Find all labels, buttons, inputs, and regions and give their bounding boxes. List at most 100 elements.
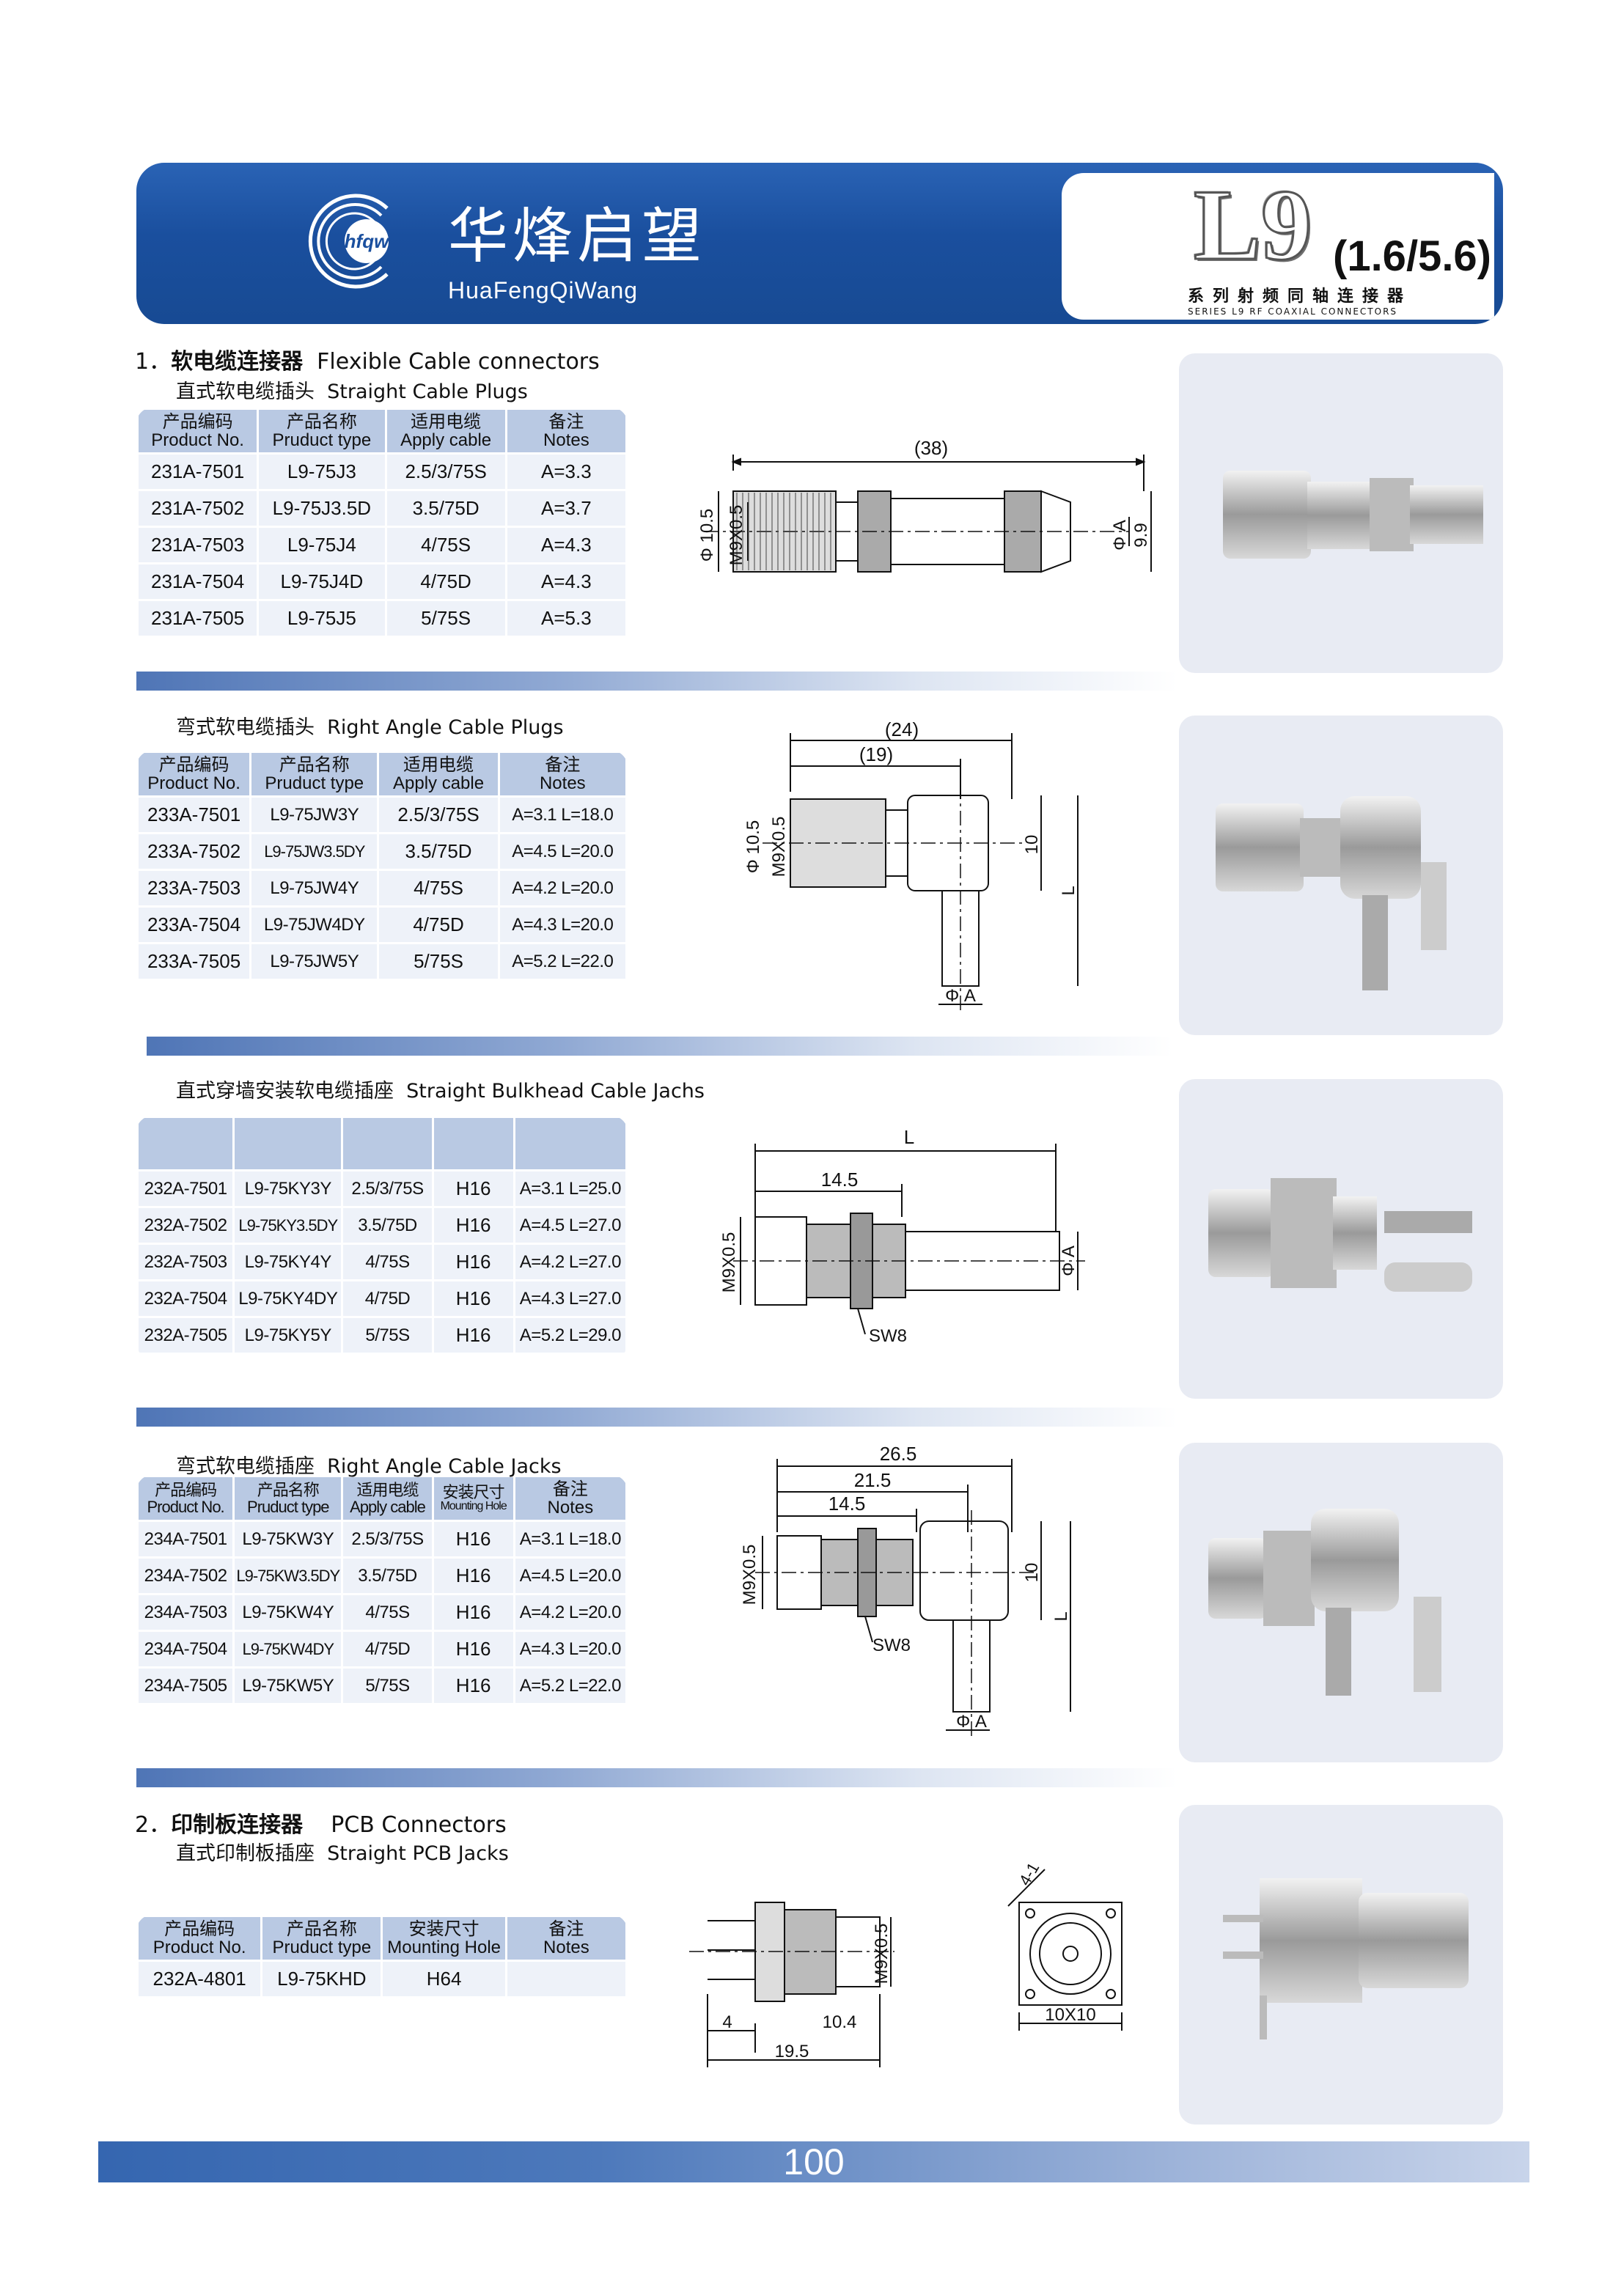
ra-jack-drawing: 26.5 21.5 14.5 M9X0.5 10 L SW8 Φ A — [740, 1443, 1071, 1737]
col-blank — [139, 1118, 233, 1169]
bulkhead-jack-photo — [1179, 1079, 1503, 1399]
header-banner: hfqw 华烽启望 HuaFengQiWang L9 (1.6/5.6) 系列射… — [136, 163, 1503, 324]
svg-text:L: L — [1059, 886, 1079, 895]
pcb-jack-drawing: 4 10.4 19.5 M9X0.5 10X10 4-1 — [689, 1859, 1123, 2067]
col-blank — [235, 1118, 342, 1169]
separator-bar — [136, 672, 1177, 691]
brand-name-cn: 华烽启望 — [448, 202, 707, 271]
svg-text:4: 4 — [722, 2012, 732, 2032]
ra-jack-image — [1208, 1509, 1441, 1696]
section-2-title: 2．印制板连接器 PCB Connectors — [135, 1812, 507, 1838]
svg-text:L: L — [1051, 1611, 1071, 1621]
svg-text:10: 10 — [1022, 835, 1042, 855]
straight-plug-photo — [1179, 353, 1503, 673]
page-number: 100 — [783, 2141, 845, 2182]
straight-plug-drawing: (38) Φ 10.5 M9X0.5 Φ A 9.9 — [697, 437, 1152, 573]
svg-text:M9X0.5: M9X0.5 — [727, 505, 746, 566]
svg-text:hfqw: hfqw — [345, 230, 390, 252]
bulkhead-jack-image — [1208, 1178, 1472, 1292]
svg-text:10.4: 10.4 — [823, 2012, 857, 2032]
svg-text:Φ A: Φ A — [956, 1712, 987, 1732]
svg-text:Φ A: Φ A — [1110, 520, 1130, 551]
footer-bar: 100 — [98, 2141, 1529, 2182]
svg-text:9.9: 9.9 — [1131, 523, 1151, 547]
series-subtitle-en: SERIES L9 RF COAXIAL CONNECTORS — [1188, 306, 1398, 317]
svg-text:M9X0.5: M9X0.5 — [719, 1232, 739, 1293]
svg-text:(38): (38) — [914, 437, 948, 459]
pcb-jack-photo — [1179, 1805, 1503, 2125]
ra-plug-photo — [1179, 716, 1503, 1035]
series-code: L9 — [1192, 169, 1312, 281]
svg-text:21.5: 21.5 — [854, 1469, 892, 1491]
svg-text:SW8: SW8 — [869, 1326, 907, 1346]
svg-text:Φ 10.5: Φ 10.5 — [697, 509, 717, 562]
svg-text:10X10: 10X10 — [1045, 2005, 1095, 2025]
svg-text:SW8: SW8 — [872, 1636, 911, 1655]
ra-plug-image — [1216, 796, 1447, 990]
separator-bar — [136, 1768, 1177, 1787]
svg-text:26.5: 26.5 — [880, 1443, 917, 1465]
ra-plug-drawing: (24) (19) Φ 10.5 M9X0.5 10 L Φ A — [743, 718, 1079, 1012]
brand-name-en: HuaFengQiWang — [448, 277, 639, 304]
svg-text:4-1: 4-1 — [1015, 1859, 1043, 1888]
series-subtitle-cn: 系列射频同轴连接器 — [1188, 287, 1413, 306]
series-badge: L9 (1.6/5.6) 系列射频同轴连接器 SERIES L9 RF COAX… — [1062, 173, 1494, 320]
svg-text:M9X0.5: M9X0.5 — [769, 817, 789, 878]
pcb-jack-image — [1223, 1878, 1469, 2039]
svg-text:14.5: 14.5 — [821, 1169, 859, 1191]
svg-text:(19): (19) — [859, 743, 893, 765]
straight-plug-image — [1223, 471, 1483, 559]
col-blank — [515, 1118, 625, 1169]
separator-bar — [147, 1037, 1173, 1056]
pcb-jacks-title: 直式印制板插座 Straight PCB Jacks — [176, 1842, 509, 1865]
svg-text:Φ A: Φ A — [1059, 1246, 1079, 1276]
separator-bar — [136, 1408, 1177, 1427]
bulkhead-jacks-title: 直式穿墙安装软电缆插座 Straight Bulkhead Cable Jach… — [176, 1080, 705, 1103]
svg-text:L: L — [904, 1126, 914, 1148]
section-1-title: 1．软电缆连接器 Flexible Cable connectors — [135, 349, 600, 375]
hfqw-logo-icon: hfqw — [308, 194, 390, 289]
svg-text:Φ 10.5: Φ 10.5 — [743, 820, 763, 874]
series-size: (1.6/5.6) — [1333, 232, 1491, 280]
svg-text:M9X0.5: M9X0.5 — [872, 1924, 892, 1984]
svg-text:10: 10 — [1022, 1563, 1042, 1583]
svg-text:Φ A: Φ A — [945, 986, 976, 1006]
